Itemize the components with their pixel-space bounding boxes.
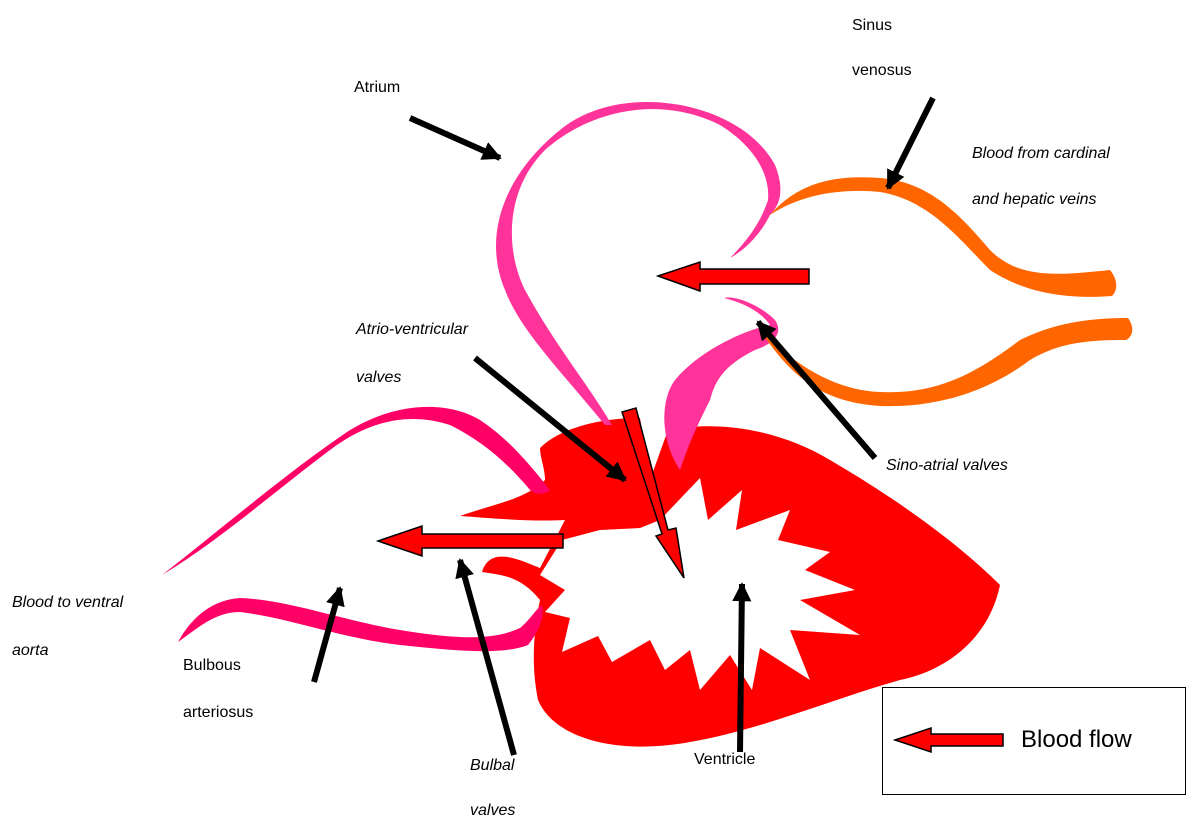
- label-bulbal-line1: Bulbal: [470, 758, 514, 774]
- bulbal-pointer: [460, 560, 514, 755]
- ventricle-pointer: [740, 584, 742, 752]
- atrium-pointer: [410, 118, 500, 158]
- label-sinus-line1: Sinus: [852, 18, 892, 34]
- flow-arrow-atrium: [658, 262, 809, 291]
- label-sinoatrial: Sino-atrial valves: [886, 458, 1008, 474]
- label-blood-to-line2: aorta: [12, 643, 48, 659]
- label-bulbous-line2: arteriosus: [183, 705, 253, 721]
- label-bulbous-line1: Bulbous: [183, 658, 241, 674]
- sinus-pointer: [888, 98, 933, 188]
- label-sinus-line2: venosus: [852, 63, 912, 79]
- label-ventricle: Ventricle: [694, 752, 755, 768]
- flow-arrow-bulbus: [378, 526, 563, 556]
- legend: Blood flow: [882, 687, 1186, 795]
- label-atrium: Atrium: [354, 80, 400, 96]
- bulbus-lower: [178, 598, 543, 651]
- legend-arrow-icon: [893, 726, 1005, 754]
- atrium-shape: [496, 102, 780, 425]
- label-av-line1: Atrio-ventricular: [356, 322, 468, 338]
- label-blood-from-line2: and hepatic veins: [972, 192, 1097, 208]
- label-av-line2: valves: [356, 370, 401, 386]
- label-bulbal-line2: valves: [470, 803, 515, 819]
- label-blood-from-line1: Blood from cardinal: [972, 146, 1110, 162]
- bulbous-pointer: [314, 588, 340, 682]
- legend-label: Blood flow: [1021, 728, 1132, 752]
- label-blood-to-line1: Blood to ventral: [12, 595, 123, 611]
- bulbus-upper: [162, 407, 550, 575]
